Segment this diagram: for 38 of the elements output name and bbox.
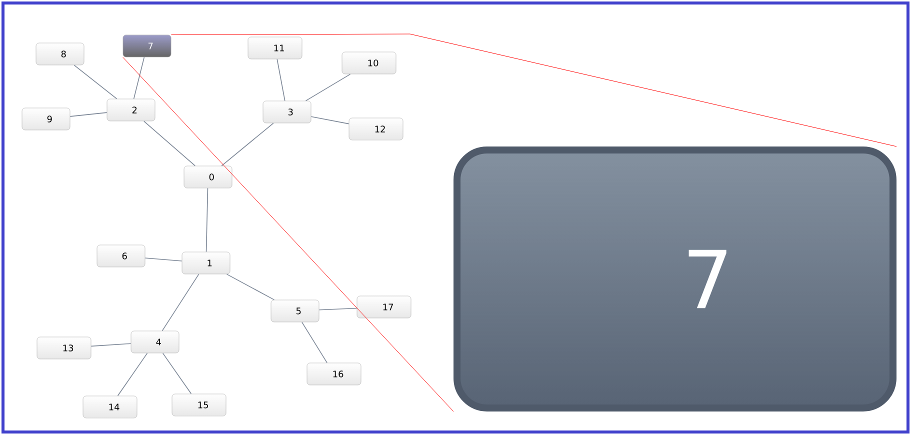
node-box: 11: [248, 36, 302, 60]
node-box: 4: [130, 330, 180, 354]
node-box: 13: [36, 336, 92, 360]
node-box: 1: [182, 252, 230, 274]
selected-node-box: 7: [122, 34, 172, 58]
node-box: 14: [82, 396, 138, 418]
node-box: 8: [36, 42, 84, 66]
node-box: 2: [106, 98, 156, 122]
connector-line: [144, 258, 182, 262]
magnified-node-box: 7: [454, 146, 896, 412]
connector-line: [133, 56, 145, 100]
zoom-line: [170, 34, 897, 147]
node-box: 9: [22, 108, 70, 130]
node-box: 12: [348, 118, 404, 140]
connector-line: [70, 112, 108, 117]
node-box: 17: [356, 296, 412, 318]
connector-line: [90, 343, 132, 347]
node-box: 10: [342, 52, 396, 74]
connector-line: [310, 116, 350, 124]
node-box: 16: [306, 362, 362, 386]
node-box: 0: [184, 166, 232, 188]
connector-line: [318, 308, 358, 310]
connector-line: [162, 352, 192, 394]
connector-line: [305, 74, 351, 102]
connector-line: [302, 322, 328, 364]
connector-line: [206, 188, 208, 252]
zoom-line: [122, 56, 454, 412]
connector-line: [276, 58, 286, 102]
node-box: 5: [270, 300, 320, 322]
connector-line: [117, 352, 148, 396]
connector-line: [221, 122, 274, 166]
node-box: 3: [262, 100, 312, 124]
node-box: 15: [172, 394, 226, 416]
node-box: 6: [96, 244, 146, 268]
connector-line: [143, 120, 196, 166]
connector-line: [162, 274, 200, 332]
connector-line: [226, 274, 275, 300]
connector-line: [74, 64, 118, 100]
